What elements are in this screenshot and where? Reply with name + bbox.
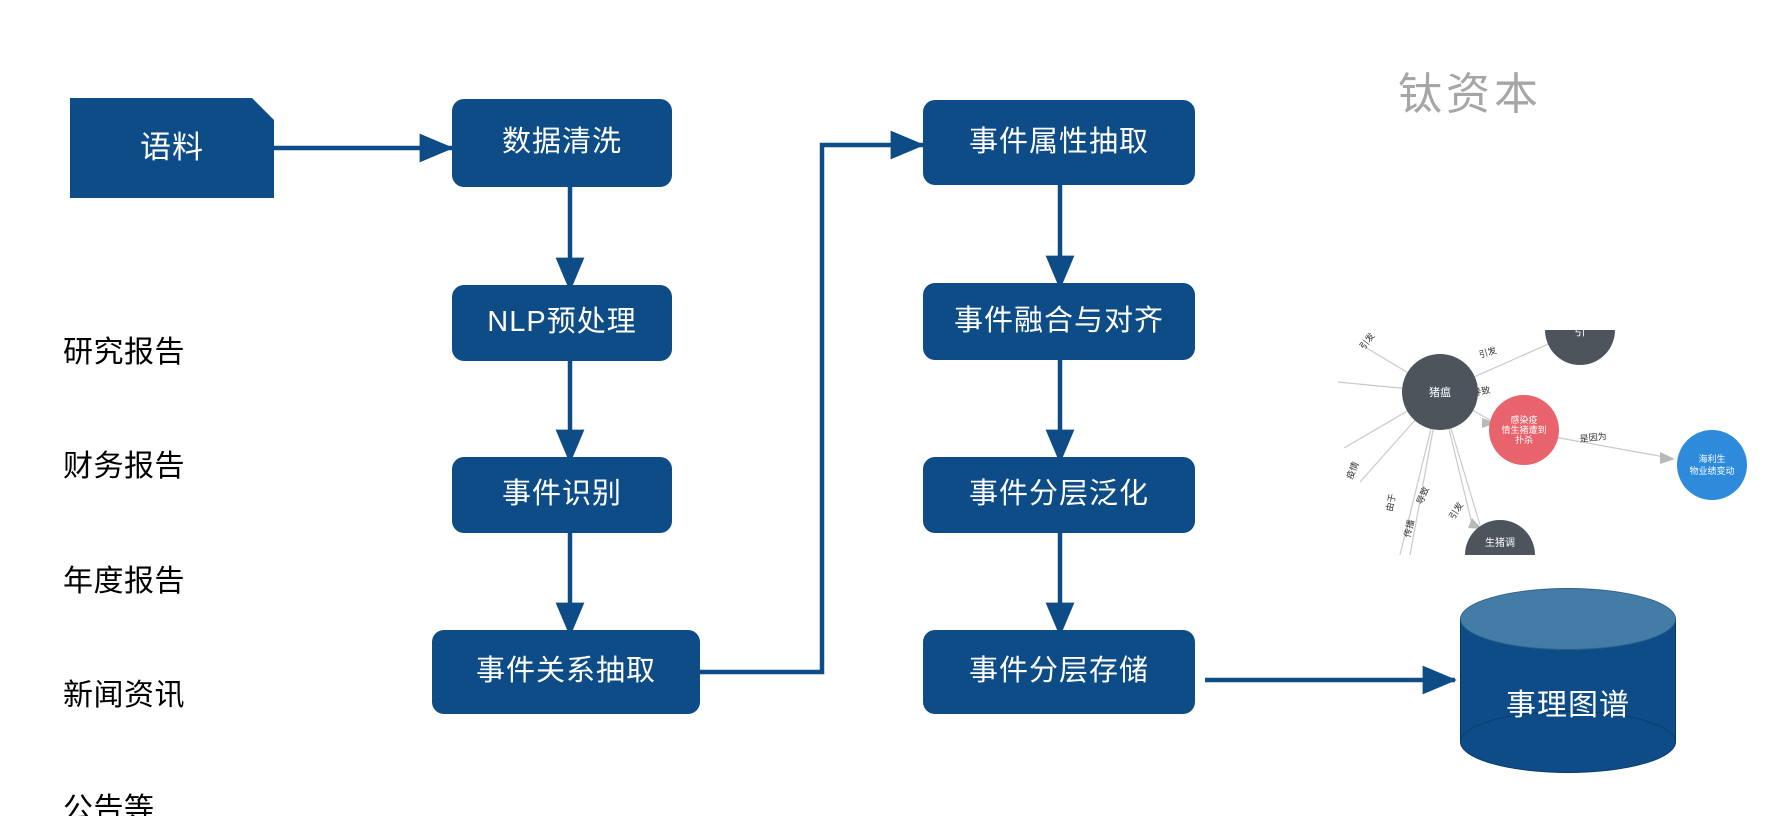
svg-text:感染疫: 感染疫 xyxy=(1510,414,1537,425)
node-event-recognition[interactable]: 事件识别 xyxy=(452,457,672,533)
kg-node-hailisheng-label: 物业绩变动 xyxy=(1689,465,1734,476)
cylinder-top xyxy=(1460,588,1676,650)
kg-node-zhuwen-label: 猪瘟 xyxy=(1429,385,1451,399)
source-type-item-0: 研究报告 xyxy=(63,336,185,370)
node-event-fusion-alignment-label: 事件融合与对齐 xyxy=(953,304,1164,337)
kg-node-pig-dispatch-label: 生猪调 xyxy=(1485,536,1515,549)
kg-node-top-partial xyxy=(1545,330,1615,365)
kg-node-top-partial-label: 引 xyxy=(1575,330,1586,338)
kg-node-culled xyxy=(1489,395,1559,465)
kg-edge-label: 传播 xyxy=(1401,518,1416,538)
kg-edge-label: 引发 xyxy=(1357,330,1377,351)
kg-node-pig-dispatch xyxy=(1465,520,1535,555)
kg-edge-label: 是因为 xyxy=(1579,430,1607,444)
cylinder-bottom xyxy=(1460,711,1676,773)
kg-node-hailisheng xyxy=(1677,430,1747,500)
kg-node-zhuwen xyxy=(1402,354,1478,430)
node-event-hierarchical-storage-label: 事件分层存储 xyxy=(968,655,1149,688)
kg-node-culled-label: 扑杀 xyxy=(1515,434,1533,445)
node-event-hierarchical-generalization[interactable]: 事件分层泛化 xyxy=(923,457,1195,533)
node-output-database[interactable]: 事理图谱 xyxy=(1460,588,1676,773)
node-nlp-preprocessing-label: NLP预处理 xyxy=(487,306,637,339)
source-type-item-3: 新闻资讯 xyxy=(63,679,185,713)
source-type-item-1: 财务报告 xyxy=(63,450,185,484)
watermark-logo: 钛资本 xyxy=(1398,70,1542,119)
kg-edge-label: 由于 xyxy=(1383,493,1398,513)
node-data-cleaning-label: 数据清洗 xyxy=(501,126,622,159)
source-type-item-4: 公告等 xyxy=(63,793,155,816)
node-event-hierarchical-storage[interactable]: 事件分层存储 xyxy=(923,630,1195,714)
node-event-recognition-label: 事件识别 xyxy=(501,478,622,511)
knowledge-graph-thumbnail: 引发 引发 导致 疫情 由于 导致 引发 传播 是因为 猪瘟 引 感染疫 情生猪… xyxy=(1330,330,1790,555)
svg-text:情生猪遭到: 情生猪遭到 xyxy=(1501,424,1546,435)
node-nlp-preprocessing[interactable]: NLP预处理 xyxy=(452,285,672,361)
source-type-item-2: 年度报告 xyxy=(63,564,185,598)
connector-relation-to-attribute xyxy=(700,130,925,675)
node-event-attribute-extraction-label: 事件属性抽取 xyxy=(968,125,1149,158)
kg-edge-label: 疫情 xyxy=(1344,460,1361,481)
kg-edge-label: 引发 xyxy=(1477,344,1497,360)
node-corpus[interactable]: 语料 xyxy=(70,98,274,198)
kg-edge-label: 引发 xyxy=(1446,500,1465,521)
node-event-relation-extraction[interactable]: 事件关系抽取 xyxy=(432,630,700,714)
source-type-list: 研究报告 财务报告 年度报告 新闻资讯 公告等 xyxy=(63,258,185,816)
node-event-attribute-extraction[interactable]: 事件属性抽取 xyxy=(923,100,1195,185)
node-event-fusion-alignment[interactable]: 事件融合与对齐 xyxy=(923,283,1195,360)
node-event-hierarchical-generalization-label: 事件分层泛化 xyxy=(968,478,1149,511)
node-corpus-label: 语料 xyxy=(140,129,204,165)
node-output-database-label: 事理图谱 xyxy=(1506,689,1630,722)
svg-text:海利生: 海利生 xyxy=(1698,453,1725,464)
node-data-cleaning[interactable]: 数据清洗 xyxy=(452,99,672,187)
node-event-relation-extraction-label: 事件关系抽取 xyxy=(475,655,656,688)
